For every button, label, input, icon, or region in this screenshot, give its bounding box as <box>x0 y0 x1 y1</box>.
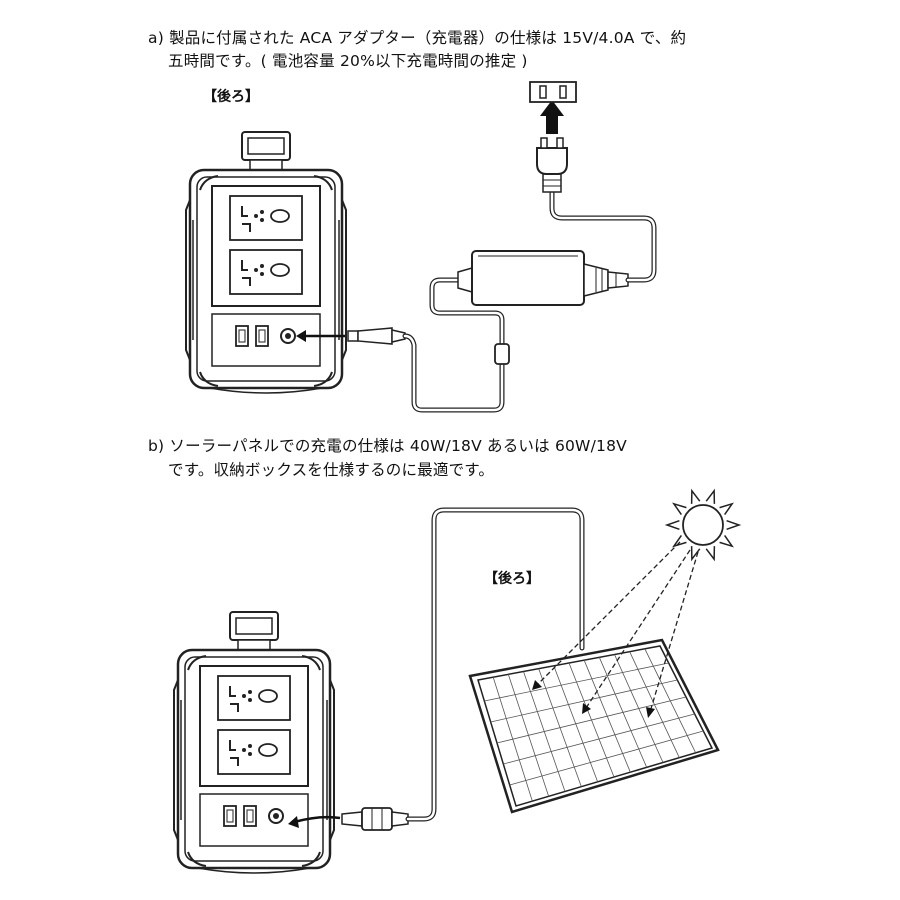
section-a-text-line2: 五時間です。( 電池容量 20%以下充電時間の推定 ) <box>168 52 528 70</box>
section-a-rear-label: 【後ろ】 <box>203 89 259 105</box>
sun-icon <box>664 488 742 562</box>
section-a-text-line1: a) 製品に付属された ACA アダプター（充電器）の仕様は 15V/4.0A … <box>148 29 687 47</box>
power-station-rear-a <box>184 130 348 395</box>
power-station-rear-b <box>172 610 336 875</box>
plug-in-arrow <box>540 100 564 134</box>
ac-adapter-brick <box>457 250 629 306</box>
wall-outlet <box>529 81 577 103</box>
solar-dc-plug <box>341 807 409 831</box>
dc-port-arrow-a <box>296 330 345 342</box>
dc-port-arrow-b <box>288 815 341 828</box>
ac-wall-plug <box>536 137 568 193</box>
section-b-text-line2: です。収納ボックスを仕様するのに最適です。 <box>168 461 495 479</box>
dc-plug-a <box>347 327 406 345</box>
ferrite-core-a <box>494 343 510 365</box>
solar-panel <box>468 638 720 814</box>
section-b-rear-label: 【後ろ】 <box>484 571 540 587</box>
sunlight-rays <box>537 541 699 713</box>
section-b-text-line1: b) ソーラーパネルでの充電の仕様は 40W/18V あるいは 60W/18V <box>148 437 627 455</box>
